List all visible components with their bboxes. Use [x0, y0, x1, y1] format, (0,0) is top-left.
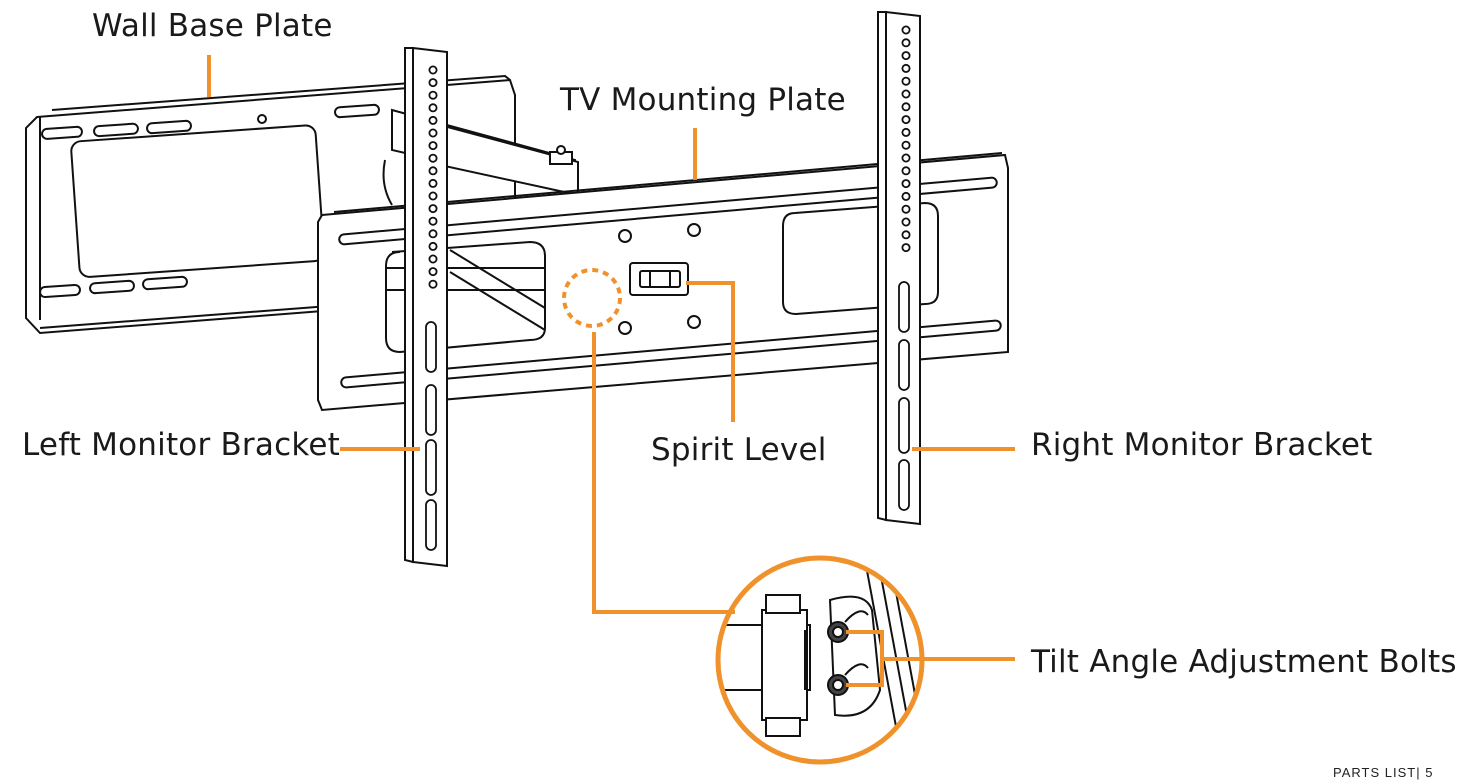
- spirit-level-leader: [686, 281, 735, 422]
- tv-mounting-plate-label: TV Mounting Plate: [560, 82, 846, 118]
- right-monitor-bracket-label: Right Monitor Bracket: [1031, 427, 1373, 463]
- bracket-hole: [428, 65, 438, 75]
- bracket-hole: [428, 141, 438, 151]
- tilt-angle-adjustment-bolts-label: Tilt Angle Adjustment Bolts: [1031, 644, 1457, 680]
- bracket-hole: [901, 89, 911, 99]
- bracket-hole: [901, 25, 911, 35]
- bracket-hole: [901, 217, 911, 227]
- bracket-hole: [901, 51, 911, 61]
- right-monitor-bracket: [877, 10, 921, 526]
- left-bracket-slots: [425, 321, 437, 551]
- tilt-bolts-zoom-detail: [715, 555, 925, 765]
- left-bracket-holes: [428, 65, 438, 289]
- bracket-hole: [428, 191, 438, 201]
- bracket-hole: [901, 127, 911, 137]
- bracket-hole: [901, 179, 911, 189]
- bracket-hole: [428, 115, 438, 125]
- bracket-hole: [901, 102, 911, 112]
- right-bracket-holes: [901, 25, 911, 253]
- bracket-hole: [901, 230, 911, 240]
- left-monitor-bracket: [404, 46, 448, 568]
- bracket-hole: [901, 166, 911, 176]
- bracket-hole: [901, 63, 911, 73]
- left-monitor-bracket-label: Left Monitor Bracket: [22, 427, 340, 463]
- bracket-hole: [901, 243, 911, 253]
- bracket-hole: [901, 76, 911, 86]
- leader-lines: [207, 55, 1015, 687]
- bracket-hole: [428, 178, 438, 188]
- spirit-level-callout-circle: [562, 268, 622, 328]
- bracket-hole: [428, 153, 438, 163]
- bracket-hole: [428, 279, 438, 289]
- bracket-hole: [428, 267, 438, 277]
- bracket-hole: [901, 153, 911, 163]
- zoom-leader: [592, 332, 735, 614]
- bracket-hole: [428, 216, 438, 226]
- bracket-hole: [428, 103, 438, 113]
- bracket-hole: [428, 128, 438, 138]
- wall-base-plate-label: Wall Base Plate: [92, 8, 333, 44]
- right-bracket-slots: [898, 281, 910, 511]
- bracket-hole: [901, 140, 911, 150]
- bracket-hole: [901, 115, 911, 125]
- bracket-hole: [428, 204, 438, 214]
- bracket-hole: [901, 38, 911, 48]
- bracket-hole: [428, 78, 438, 88]
- bracket-hole: [428, 241, 438, 251]
- bracket-hole: [428, 229, 438, 239]
- bracket-hole: [428, 90, 438, 100]
- bracket-hole: [901, 204, 911, 214]
- page-footer: PARTS LIST| 5: [1333, 765, 1434, 780]
- bracket-hole: [428, 166, 438, 176]
- spirit-level-label: Spirit Level: [651, 432, 827, 468]
- bracket-hole: [428, 254, 438, 264]
- bracket-hole: [901, 191, 911, 201]
